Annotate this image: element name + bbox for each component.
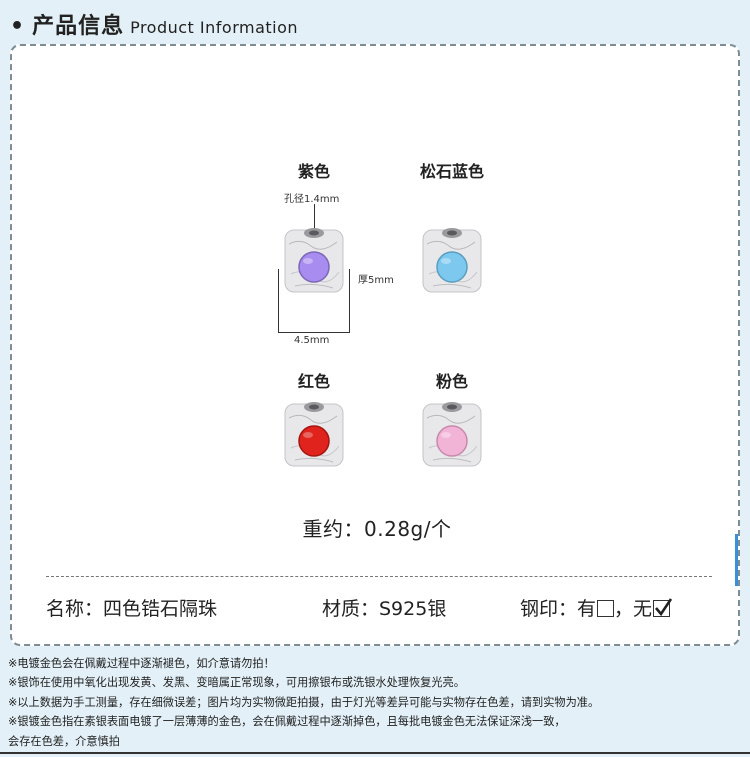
weight-text: 重约：0.28g/个 — [302, 517, 452, 541]
bead-purple — [283, 224, 345, 296]
spec-material: 材质：S925银 — [322, 598, 447, 620]
variant-label-turquoise: 松石蓝色 — [419, 162, 485, 181]
width-label: 4.5mm — [294, 335, 330, 346]
bead-pink — [421, 398, 483, 470]
stamp-yes-checkbox-icon — [597, 600, 615, 617]
section-header: • 产品信息 Product Information — [10, 8, 299, 39]
spec-stamp-sep: ，无 — [614, 598, 653, 620]
width-bracket-bottom — [278, 332, 350, 333]
spec-name: 名称：四色锆石隔珠 — [46, 598, 218, 620]
spec-divider — [46, 576, 712, 577]
edge-accent — [735, 534, 738, 586]
hole-diameter-label: 孔径1.4mm — [284, 194, 340, 205]
spec-row: 名称：四色锆石隔珠 材质：S925银 钢印：有 ，无 — [46, 594, 712, 624]
width-bracket-right — [349, 269, 350, 333]
note-line: ※银镀金色指在素银表面电镀了一层薄薄的金色，会在佩戴过程中逐渐掉色，且每批电镀金… — [8, 715, 566, 729]
spec-stamp: 钢印：有 ，无 — [520, 594, 673, 621]
notes-section: ※电镀金色会在佩戴过程中逐渐褪色，如介意请勿拍！ ※银饰在使用中氧化出现发黄、发… — [8, 654, 748, 751]
height-label: 厚5mm — [358, 275, 394, 286]
variant-label-pink: 粉色 — [435, 372, 469, 391]
bead-turquoise — [421, 224, 483, 296]
variant-label-purple: 紫色 — [297, 162, 331, 181]
product-info-card: 紫色 松石蓝色 红色 粉色 孔径1.4mm 厚5mm 4.5mm — [10, 44, 740, 646]
note-line: 会存在色差，介意慎拍 — [8, 734, 120, 748]
note-line: ※银饰在使用中氧化出现发黄、发黑、变暗属正常现象，可用擦银布或洗银水处理恢复光亮… — [8, 676, 465, 690]
header-bullet: • — [10, 14, 25, 39]
header-title-en: Product Information — [130, 18, 299, 37]
variant-label-red: 红色 — [297, 372, 331, 391]
spec-stamp-label: 钢印：有 — [520, 598, 597, 620]
note-line: ※以上数据为手工测量，存在细微误差；图片均为实物微距拍摄，由于灯光等差异可能与实… — [8, 695, 600, 709]
header-title-cn: 产品信息 — [32, 14, 125, 39]
note-line: ※电镀金色会在佩戴过程中逐渐褪色，如介意请勿拍！ — [8, 657, 275, 670]
bead-red — [283, 398, 345, 470]
stamp-no-checkbox-icon — [653, 598, 673, 617]
bottom-rule — [0, 752, 750, 754]
hole-pointer-line — [314, 204, 315, 234]
width-bracket-left — [278, 269, 279, 333]
